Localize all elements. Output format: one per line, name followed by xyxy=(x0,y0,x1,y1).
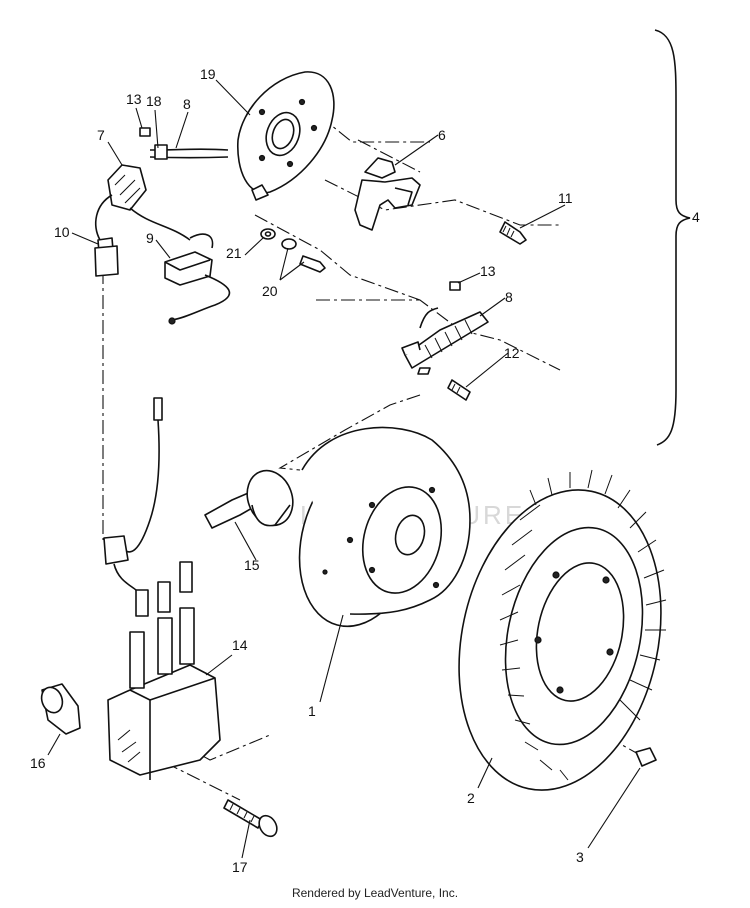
callout-13-upper: 13 xyxy=(126,91,142,107)
callout-20: 20 xyxy=(262,283,278,299)
callout-17: 17 xyxy=(232,859,248,875)
callout-3: 3 xyxy=(576,849,584,865)
screw-13-lower xyxy=(449,281,461,291)
washer-21 xyxy=(260,228,276,240)
callout-9: 9 xyxy=(146,230,154,246)
ignition-coil xyxy=(107,561,221,780)
callout-8: 8 xyxy=(183,96,191,112)
callout-10: 10 xyxy=(54,224,70,240)
coil-cap xyxy=(40,683,81,735)
flywheel xyxy=(298,426,471,628)
cooling-fan xyxy=(458,469,667,791)
callout-8-coil: 8 xyxy=(505,289,513,305)
callout-leaders xyxy=(47,79,641,859)
screw-11 xyxy=(499,221,527,245)
screw-12 xyxy=(447,379,471,401)
fan-bolt xyxy=(635,747,657,767)
callout-labels: 19 8 18 13 7 10 9 6 11 4 21 13 20 8 12 1… xyxy=(30,66,700,875)
callout-13-lower: 13 xyxy=(480,263,496,279)
callout-14: 14 xyxy=(232,637,248,653)
callout-18: 18 xyxy=(146,93,162,109)
callout-11: 11 xyxy=(558,190,573,206)
screw-20 xyxy=(281,238,326,273)
wiring-harness xyxy=(94,144,229,249)
coil-lead-wiring xyxy=(103,397,163,591)
callout-15: 15 xyxy=(244,557,260,573)
spark-plug-cap xyxy=(204,469,294,529)
callout-6: 6 xyxy=(438,127,446,143)
callout-7: 7 xyxy=(97,127,105,143)
stator-plate xyxy=(237,71,335,201)
assembly-bracket-4 xyxy=(654,29,691,446)
callout-2: 2 xyxy=(467,790,475,806)
callout-4: 4 xyxy=(692,209,700,225)
coil-mount-bolt xyxy=(223,799,278,838)
lighting-coil xyxy=(401,307,489,375)
callout-21: 21 xyxy=(226,245,242,261)
screw-13-upper xyxy=(139,127,151,137)
callout-1: 1 xyxy=(308,703,316,719)
callout-12: 12 xyxy=(504,345,520,361)
render-credit: Rendered by LeadVenture, Inc. xyxy=(291,886,459,900)
pulser-bracket xyxy=(354,157,421,231)
callout-16: 16 xyxy=(30,755,46,771)
callout-19: 19 xyxy=(200,66,216,82)
control-module xyxy=(164,251,231,325)
connector-10 xyxy=(94,237,119,277)
